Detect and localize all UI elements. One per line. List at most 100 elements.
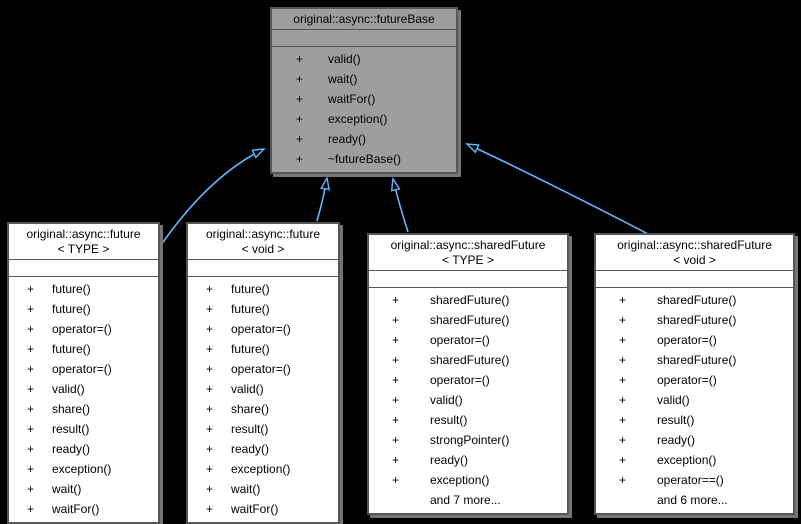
member-row: +sharedFuture() [369,310,567,330]
class-title: original::async::sharedFuture < void > [596,235,793,270]
member-label: share() [231,402,270,416]
methods-section: +sharedFuture()+sharedFuture()+operator=… [369,287,567,513]
member-label: waitFor() [231,502,279,516]
member-label: result() [52,422,90,436]
access-specifier: + [619,293,627,307]
edge-sharedFuture-type-to-futureBase [390,177,409,233]
class-title-line: original::async::future [26,227,141,241]
member-row: +wait() [272,69,456,89]
member-label: operator=() [430,373,490,387]
member-label: share() [52,402,91,416]
access-specifier: + [296,152,304,166]
member-label: valid() [328,52,361,66]
access-specifier: + [206,302,214,316]
member-row: + exception() [188,459,338,479]
member-label: strongPointer() [430,433,510,447]
edge-future-void-to-futureBase [316,175,331,222]
member-row: + future() [188,299,338,319]
class-title-line: < TYPE > [442,253,494,267]
member-row: +operator=() [369,330,567,350]
member-label: ready() [231,442,270,456]
attributes-section [272,29,456,46]
member-label: valid() [231,382,264,396]
member-label: exception() [657,453,717,467]
class-title-line: original::async::future [205,227,321,241]
member-row: +wait() [188,479,338,499]
member-row: +~futureBase() [272,149,456,169]
access-specifier: + [27,282,35,296]
access-specifier: + [619,413,627,427]
access-specifier: + [619,333,627,347]
member-label: exception() [52,462,112,476]
member-label: sharedFuture() [657,313,737,327]
access-specifier: + [392,373,400,387]
member-label: exception() [231,462,291,476]
member-row: +valid() [188,379,338,399]
access-specifier: + [27,482,35,496]
member-row: +exception() [9,459,158,479]
access-specifier: + [392,473,400,487]
member-label: sharedFuture() [430,293,510,307]
access-specifier: + [619,373,627,387]
member-row: + strongPointer() [369,430,567,450]
member-label: wait() [328,72,358,86]
member-row: and 7 more... [369,490,567,510]
member-label: sharedFuture() [430,353,510,367]
access-specifier: + [27,382,35,396]
access-specifier: + [206,462,214,476]
member-label: valid() [657,393,690,407]
class-node-sharedFuture-void[interactable]: original::async::sharedFuture < void > +… [594,233,795,515]
class-node-future-type[interactable]: original::async::future < TYPE > +future… [7,222,160,524]
class-title-line: < TYPE > [57,242,110,256]
member-row: +waitFor() [272,89,456,109]
member-row: + valid() [596,390,793,410]
member-row: +result() [596,410,793,430]
access-specifier: + [619,393,627,407]
member-row: +result() [369,410,567,430]
member-row: +sharedFuture() [369,350,567,370]
class-node-futureBase[interactable]: original::async::futureBase +valid()+wai… [270,7,458,174]
class-title: original::async::future < void > [188,224,338,259]
member-row: +operator=() [188,319,338,339]
access-specifier: + [296,132,304,146]
access-specifier: + [206,442,214,456]
access-specifier: + [296,92,304,106]
member-label: future() [52,282,91,296]
member-label: ready() [328,132,367,146]
class-title-line: < void > [241,242,285,256]
access-specifier: + [619,433,627,447]
member-row: +future() [9,299,158,319]
class-node-future-void[interactable]: original::async::future < void > + future… [186,222,340,524]
member-label: ready() [430,453,469,467]
member-label: sharedFuture() [657,293,737,307]
access-specifier: + [619,353,627,367]
access-specifier: + [619,453,627,467]
member-row: +share() [9,399,158,419]
member-label: wait() [52,482,82,496]
class-node-sharedFuture-type[interactable]: original::async::sharedFuture < TYPE > +… [367,233,569,515]
member-label: and 6 more... [657,493,728,507]
attributes-section [369,270,567,287]
member-row: + exception() [272,109,456,129]
member-label: operator=() [52,362,112,376]
member-row: +valid() [9,379,158,399]
access-specifier: + [27,442,35,456]
member-label: future() [231,302,270,316]
member-row: +operator=() [596,330,793,350]
access-specifier: + [392,433,400,447]
member-row: +result() [188,419,338,439]
class-title-line: < void > [673,253,716,267]
access-specifier: + [296,52,304,66]
member-label: exception() [328,112,388,126]
member-row: +operator=() [9,359,158,379]
access-specifier: + [296,112,304,126]
access-specifier: + [206,402,214,416]
member-label: exception() [430,473,490,487]
member-row: + ready() [188,439,338,459]
member-row: +operator=() [596,370,793,390]
member-row: + share() [188,399,338,419]
class-title-line: original::async::sharedFuture [390,238,546,252]
methods-section: +future()+future()+operator=()+future()+… [188,276,338,522]
